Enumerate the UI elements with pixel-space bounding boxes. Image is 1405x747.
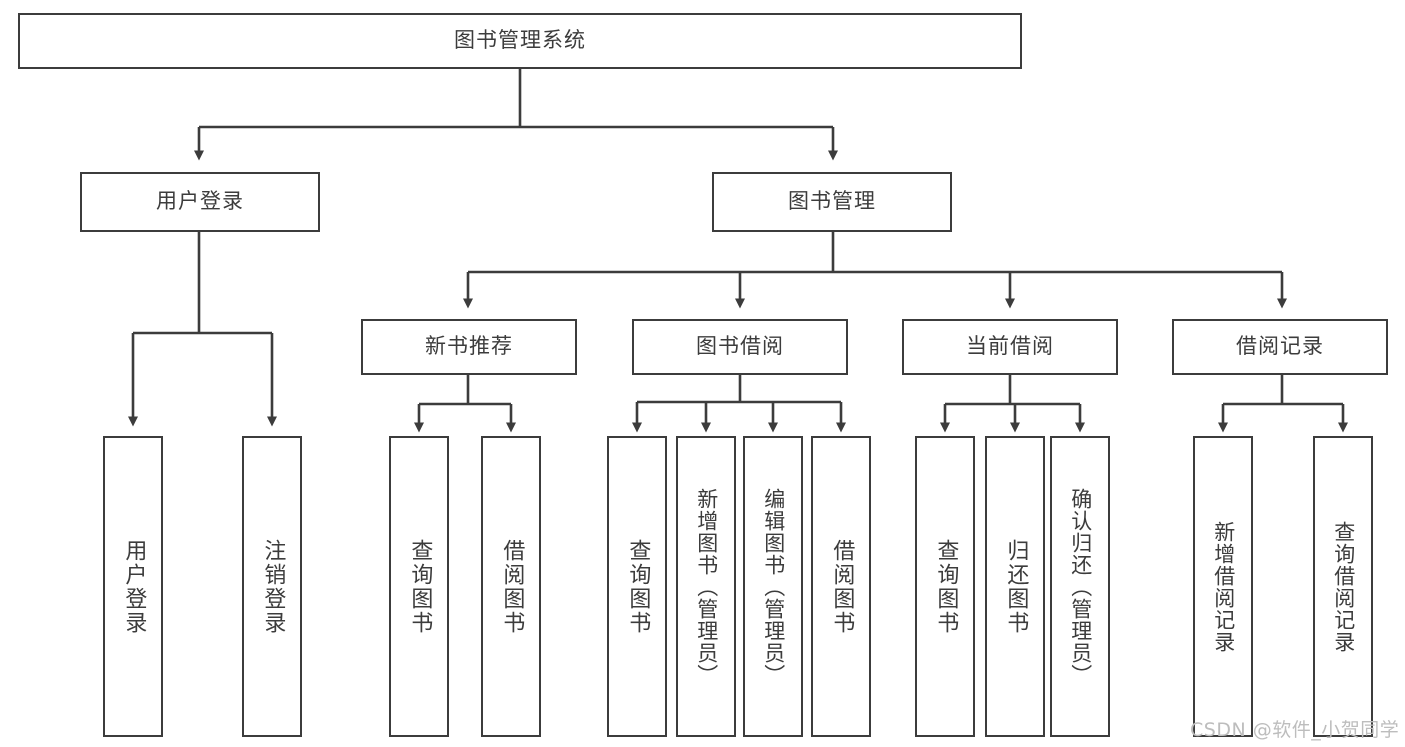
leaf-user-login-logout-label: 注销登录 [260,538,286,635]
leaf-new-book-query[interactable]: 查询图书 [389,436,449,737]
node-new-book-recommend[interactable]: 新书推荐 [361,319,577,375]
node-book-management-label: 图书管理 [788,189,876,214]
leaf-current-confirm-return-admin-label: 确认归还（管理员） [1068,487,1093,686]
leaf-user-login-login[interactable]: 用户登录 [103,436,163,737]
leaf-borrow-edit-book-admin-label: 编辑图书（管理员） [761,487,786,686]
node-current-borrow-label: 当前借阅 [966,334,1054,359]
node-book-management[interactable]: 图书管理 [712,172,952,232]
node-root[interactable]: 图书管理系统 [18,13,1022,69]
leaf-record-add-record-label: 新增借阅记录 [1211,520,1236,653]
node-borrow-record[interactable]: 借阅记录 [1172,319,1388,375]
leaf-current-confirm-return-admin[interactable]: 确认归还（管理员） [1050,436,1110,737]
node-new-book-recommend-label: 新书推荐 [425,334,513,359]
leaf-new-book-query-label: 查询图书 [407,538,433,635]
node-book-borrow[interactable]: 图书借阅 [632,319,848,375]
leaf-borrow-add-book-admin-label: 新增图书（管理员） [694,487,719,686]
leaf-record-query-record[interactable]: 查询借阅记录 [1313,436,1373,737]
leaf-borrow-add-book-admin[interactable]: 新增图书（管理员） [676,436,736,737]
leaf-borrow-query-book-label: 查询图书 [625,538,651,635]
node-book-borrow-label: 图书借阅 [696,334,784,359]
leaf-user-login-logout[interactable]: 注销登录 [242,436,302,737]
leaf-current-return-book-label: 归还图书 [1003,538,1029,635]
leaf-borrow-borrow-book-label: 借阅图书 [829,538,855,635]
leaf-borrow-edit-book-admin[interactable]: 编辑图书（管理员） [743,436,803,737]
node-root-label: 图书管理系统 [454,28,586,53]
watermark: CSDN @软件_小贺同学 [1190,719,1400,741]
node-user-login-label: 用户登录 [156,189,244,214]
leaf-current-query-book-label: 查询图书 [933,538,959,635]
leaf-current-query-book[interactable]: 查询图书 [915,436,975,737]
leaf-new-book-borrow[interactable]: 借阅图书 [481,436,541,737]
leaf-current-return-book[interactable]: 归还图书 [985,436,1045,737]
node-borrow-record-label: 借阅记录 [1236,334,1324,359]
node-current-borrow[interactable]: 当前借阅 [902,319,1118,375]
node-user-login[interactable]: 用户登录 [80,172,320,232]
leaf-new-book-borrow-label: 借阅图书 [499,538,525,635]
leaf-borrow-query-book[interactable]: 查询图书 [607,436,667,737]
leaf-record-add-record[interactable]: 新增借阅记录 [1193,436,1253,737]
leaf-borrow-borrow-book[interactable]: 借阅图书 [811,436,871,737]
leaf-record-query-record-label: 查询借阅记录 [1331,520,1356,653]
leaf-user-login-login-label: 用户登录 [121,538,147,635]
